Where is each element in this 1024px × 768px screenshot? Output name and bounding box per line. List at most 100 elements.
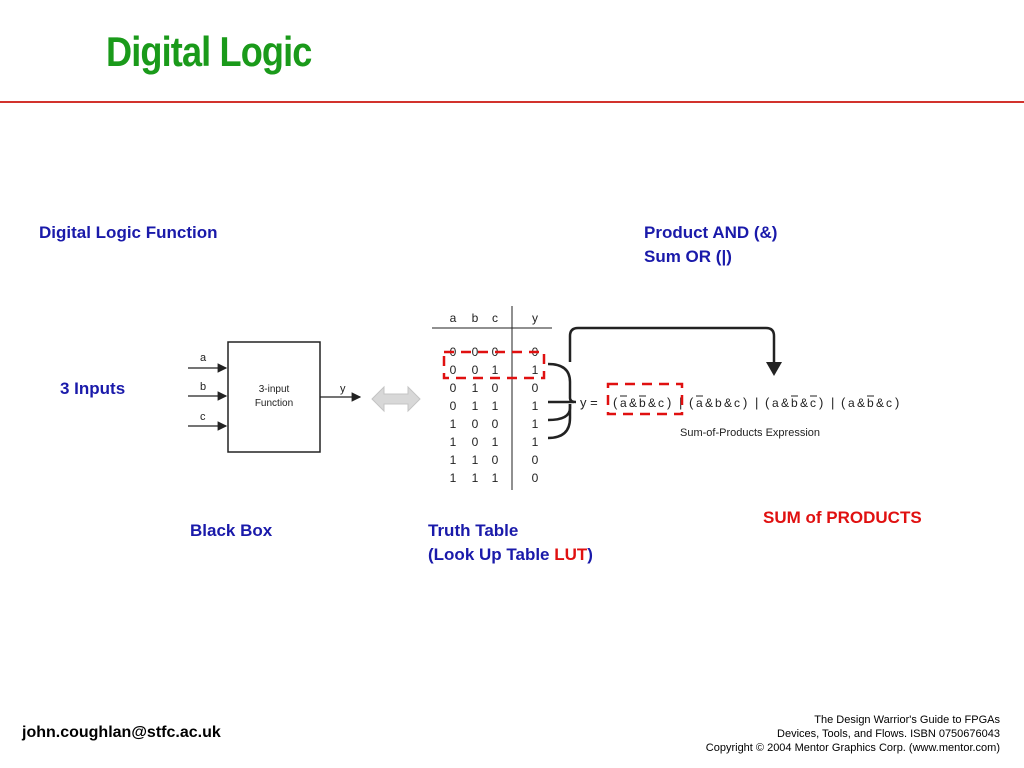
connector-row-2 xyxy=(547,362,577,404)
row-connectors xyxy=(547,326,776,440)
footer-email: john.coughlan@stfc.ac.uk xyxy=(22,724,221,741)
table-cell: 1 xyxy=(532,435,539,449)
footer-credits: The Design Warrior's Guide to FPGAs Devi… xyxy=(706,713,1000,755)
and-operator: & xyxy=(648,396,656,410)
lut-text: LUT xyxy=(554,545,588,564)
table-cell: 1 xyxy=(532,417,539,431)
product-term: (a&b&c) xyxy=(613,395,671,410)
table-cell: 1 xyxy=(472,381,479,395)
and-operator: & xyxy=(857,396,865,410)
table-cell: 1 xyxy=(450,435,457,449)
input-a-label: a xyxy=(200,352,207,364)
black-box-diagram: 3-input Function a b c y xyxy=(188,341,362,453)
table-cell: 0 xyxy=(532,381,539,395)
paren-open: ( xyxy=(689,395,694,410)
paren-close: ) xyxy=(667,395,671,410)
literal-a: a xyxy=(696,396,703,410)
double-arrow-icon xyxy=(371,385,421,413)
table-cell: 1 xyxy=(532,363,539,377)
label-sum-or: Sum OR (|) xyxy=(644,247,732,266)
table-cell: 0 xyxy=(492,453,499,467)
expression-arrow-icon xyxy=(766,362,782,376)
literal-b: b xyxy=(791,396,798,410)
literal-c: c xyxy=(658,396,664,410)
label-look-up-table: (Look Up Table LUT) xyxy=(428,544,593,566)
footer-credit-line-3: Copyright © 2004 Mentor Graphics Corp. (… xyxy=(705,742,1000,754)
table-cell: 0 xyxy=(492,417,499,431)
highlight-row-box xyxy=(442,350,546,380)
function-box xyxy=(227,341,321,453)
and-operator: & xyxy=(876,396,884,410)
or-operator: | xyxy=(755,395,758,410)
literal-c: c xyxy=(734,396,740,410)
table-cell: 0 xyxy=(472,417,479,431)
sop-expression: y = (a&b&c)|(a&b&c)|(a&b&c)|(a&b&c) Sum-… xyxy=(580,382,899,439)
label-truth-table: Truth Table xyxy=(428,521,519,540)
connector-row-6 xyxy=(547,404,572,440)
table-cell: 0 xyxy=(532,453,539,467)
table-cell: 1 xyxy=(492,471,499,485)
paren-close: ) xyxy=(895,395,899,410)
literal-b: b xyxy=(715,396,722,410)
label-sum-of-products: SUM of PRODUCTS xyxy=(763,508,922,527)
output-y-label: y xyxy=(340,383,346,395)
product-term: (a&b&c) xyxy=(765,395,823,410)
lookup-suffix: ) xyxy=(587,545,593,564)
box-line-1: 3-input xyxy=(259,384,290,395)
highlight-term-box xyxy=(606,382,684,416)
and-operator: & xyxy=(781,396,789,410)
and-operator: & xyxy=(705,396,713,410)
literal-a: a xyxy=(620,396,627,410)
footer-credit-line-2: Devices, Tools, and Flows. ISBN 07506760… xyxy=(777,728,1000,740)
table-cell: 1 xyxy=(492,399,499,413)
table-cell: 0 xyxy=(450,381,457,395)
literal-b: b xyxy=(867,396,874,410)
paren-close: ) xyxy=(819,395,823,410)
table-cell: 1 xyxy=(472,453,479,467)
expression-caption: Sum-of-Products Expression xyxy=(680,427,820,439)
table-cell: 1 xyxy=(472,399,479,413)
title-divider xyxy=(0,101,1024,103)
label-digital-logic-function: Digital Logic Function xyxy=(39,223,218,242)
expression-terms: (a&b&c)|(a&b&c)|(a&b&c)|(a&b&c) xyxy=(613,395,899,410)
or-operator: | xyxy=(831,395,834,410)
literal-a: a xyxy=(848,396,855,410)
table-cell: 1 xyxy=(450,453,457,467)
table-cell: 1 xyxy=(492,435,499,449)
table-cell: 1 xyxy=(532,399,539,413)
footer-credit-line-1: The Design Warrior's Guide to FPGAs xyxy=(814,714,1000,726)
literal-c: c xyxy=(886,396,892,410)
paren-open: ( xyxy=(765,395,770,410)
table-cell: 0 xyxy=(450,399,457,413)
paren-open: ( xyxy=(613,395,618,410)
table-header-a: a xyxy=(450,311,457,325)
or-operator: | xyxy=(679,395,682,410)
literal-c: c xyxy=(810,396,816,410)
table-cell: 0 xyxy=(472,363,479,377)
connector-to-expression xyxy=(568,326,776,362)
and-operator: & xyxy=(724,396,732,410)
label-product-and: Product AND (&) xyxy=(644,223,778,242)
table-header-b: b xyxy=(472,311,479,325)
table-cell: 0 xyxy=(472,345,479,359)
table-cell: 0 xyxy=(450,363,457,377)
input-c-label: c xyxy=(200,411,206,423)
table-cell: 1 xyxy=(450,471,457,485)
label-black-box: Black Box xyxy=(190,521,273,540)
table-cell: 1 xyxy=(492,363,499,377)
table-cell: 0 xyxy=(532,471,539,485)
product-term: (a&b&c) xyxy=(689,395,747,410)
lookup-prefix: (Look Up Table xyxy=(428,545,555,564)
label-3-inputs: 3 Inputs xyxy=(60,379,126,398)
slide-title: Digital Logic xyxy=(106,28,312,75)
